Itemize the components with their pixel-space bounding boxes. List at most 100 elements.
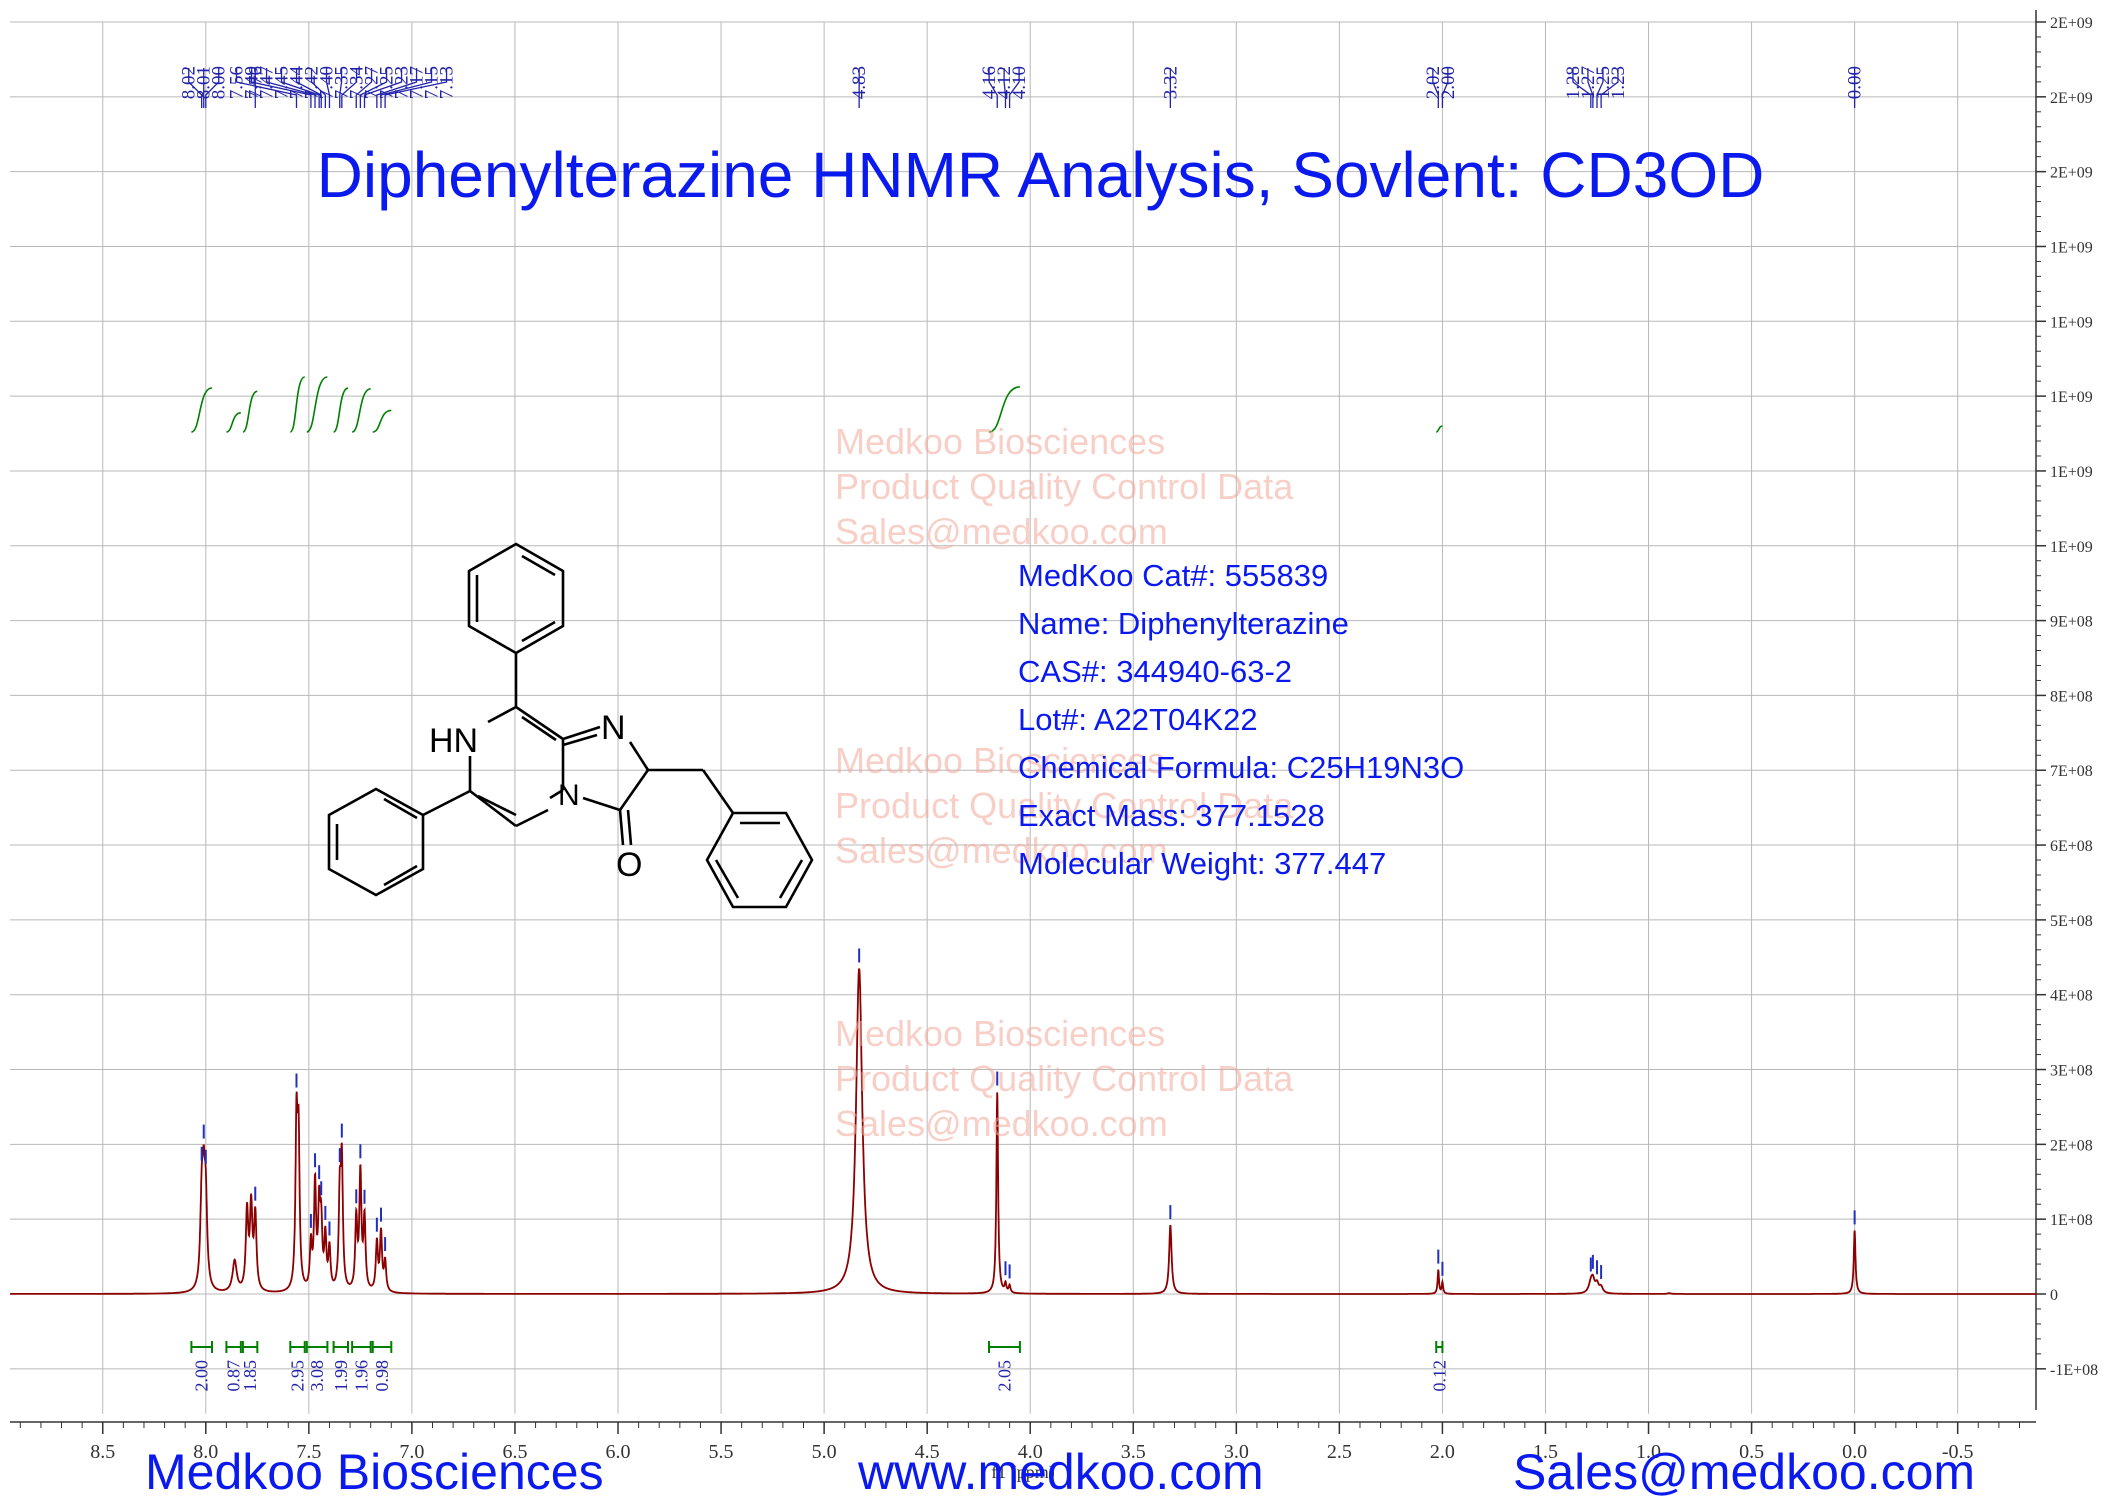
x-tick-label: 4.0	[1018, 1441, 1043, 1463]
peak-label: 7.17	[407, 66, 428, 99]
watermark-line: Sales@medkoo.com	[835, 1103, 1168, 1144]
peak-label-leader	[250, 68, 312, 108]
watermark: Medkoo Biosciences Product Quality Contr…	[835, 1011, 1293, 1146]
y-tick-label: 2E+09	[2050, 15, 2093, 32]
integration-value: 0.87	[224, 1360, 244, 1392]
peak-label-leader	[355, 68, 373, 108]
peak-label: 7.13	[437, 66, 458, 99]
x-tick-label: 1.0	[1636, 1441, 1661, 1463]
watermark: Medkoo Biosciences Product Quality Contr…	[835, 738, 1293, 873]
peak-label: 4.12	[994, 66, 1015, 99]
peak-label: 7.34	[347, 66, 368, 100]
integral-curve	[351, 388, 371, 433]
integration-value: 0.98	[372, 1360, 392, 1392]
atom-n-bridge: N	[558, 779, 580, 812]
info-molecular-weight: Molecular Weight: 377.447	[1018, 846, 1387, 881]
watermark-line: Product Quality Control Data	[835, 785, 1294, 826]
integration-value: 2.00	[192, 1360, 212, 1392]
peak-label: 1.25	[1593, 66, 1614, 99]
integral-curve	[1436, 425, 1443, 433]
y-tick-label: 1E+08	[2050, 1212, 2093, 1229]
chemical-structure	[327, 542, 814, 909]
peak-label-leader	[376, 68, 418, 108]
x-tick-label: 8.5	[90, 1441, 115, 1463]
watermark-line: Medkoo Biosciences	[835, 740, 1166, 781]
y-tick-label: 7E+08	[2050, 763, 2093, 780]
x-tick-label: 4.5	[915, 1441, 940, 1463]
watermark-line: Medkoo Biosciences	[835, 421, 1166, 462]
x-tick-label: 5.5	[709, 1441, 734, 1463]
integral-curve	[191, 387, 213, 433]
y-tick-label: 3E+08	[2050, 1063, 2093, 1080]
integral-curve	[226, 412, 242, 433]
integration-value: 1.85	[240, 1360, 260, 1392]
y-tick-label: 5E+08	[2050, 913, 2093, 930]
x-tick-label: 1.5	[1533, 1441, 1558, 1463]
x-tick-label: 3.0	[1224, 1441, 1249, 1463]
integration-value: 1.99	[331, 1360, 351, 1392]
watermark-line: Product Quality Control Data	[835, 1058, 1294, 1099]
x-tick-label: 8.0	[193, 1441, 218, 1463]
x-tick-label: 7.0	[399, 1441, 424, 1463]
peak-label: 4.10	[1009, 66, 1030, 99]
info-exact-mass: Exact Mass: 377.1528	[1018, 798, 1325, 833]
peak-label-leader	[1596, 68, 1604, 108]
peak-label-leader	[280, 68, 320, 108]
peak-label-leader	[1008, 68, 1020, 108]
peak-label-leader	[380, 68, 433, 108]
y-tick-label: 1E+09	[2050, 314, 2093, 331]
info-formula: Chemical Formula: C25H19N3O	[1018, 750, 1465, 785]
peak-label: 7.15	[422, 66, 443, 99]
x-tick-label: 2.0	[1430, 1441, 1455, 1463]
peak-label-leader	[1003, 68, 1007, 108]
structure-atom-labels: HN N N O	[429, 709, 642, 884]
grid	[10, 21, 2036, 1414]
integration-value: 2.95	[288, 1360, 308, 1392]
y-tick-label: 1E+09	[2050, 539, 2093, 556]
spectrum-trace	[10, 968, 2036, 1295]
y-tick-label: 4E+08	[2050, 988, 2093, 1005]
x-tick-label: 2.5	[1327, 1441, 1352, 1463]
y-tick-label: 1E+09	[2050, 389, 2093, 406]
peak-label-leader	[1587, 68, 1594, 108]
peak-label-leader	[1600, 68, 1619, 108]
peak-label-leader	[310, 68, 326, 108]
peak-label-leader	[988, 68, 998, 108]
peak-label: 7.45	[272, 66, 293, 99]
integration-value: 3.08	[307, 1360, 327, 1392]
integration-value: 2.05	[994, 1360, 1014, 1392]
peak-label-leader	[1432, 68, 1439, 108]
integration-value: 0.12	[1429, 1360, 1449, 1392]
peak-label: 0.00	[1845, 66, 1866, 99]
integral-curve	[242, 390, 258, 433]
peak-label: 4.83	[849, 66, 870, 99]
footer-website[interactable]: www.medkoo.com	[858, 1444, 1264, 1500]
peak-label: 7.44	[287, 66, 308, 100]
peak-label: 2.00	[1438, 66, 1459, 99]
integral-curve	[306, 376, 328, 433]
chart-title: Diphenylterazine HNMR Analysis, Sovlent:…	[316, 139, 1765, 211]
info-catalog: MedKoo Cat#: 555839	[1018, 558, 1329, 593]
peak-label-leader	[1572, 68, 1592, 108]
y-tick-label: 1E+09	[2050, 239, 2093, 256]
peak-label-leader	[363, 68, 403, 108]
peak-label: 2.02	[1423, 66, 1444, 99]
peak-label-leader	[339, 68, 343, 108]
footer-company: Medkoo Biosciences	[145, 1444, 604, 1500]
peak-label: 7.56	[227, 66, 248, 99]
x-axis-label: f1 (ppm)	[991, 1462, 1054, 1483]
y-axis-ticks: 2E+092E+092E+091E+091E+091E+091E+091E+09…	[2036, 15, 2098, 1379]
peak-label: 7.47	[257, 66, 278, 99]
peak-label: 8.00	[209, 66, 230, 99]
x-tick-label: 3.5	[1121, 1441, 1146, 1463]
y-tick-label: 8E+08	[2050, 688, 2093, 705]
info-lot: Lot#: A22T04K22	[1018, 702, 1258, 737]
peak-label: 7.49	[242, 66, 263, 99]
y-tick-label: 6E+08	[2050, 838, 2093, 855]
peak-label: 3.32	[1160, 66, 1181, 99]
footer-email[interactable]: Sales@medkoo.com	[1513, 1444, 1976, 1500]
peak-label: 7.40	[317, 66, 338, 99]
watermark-line: Medkoo Biosciences	[835, 1013, 1166, 1054]
